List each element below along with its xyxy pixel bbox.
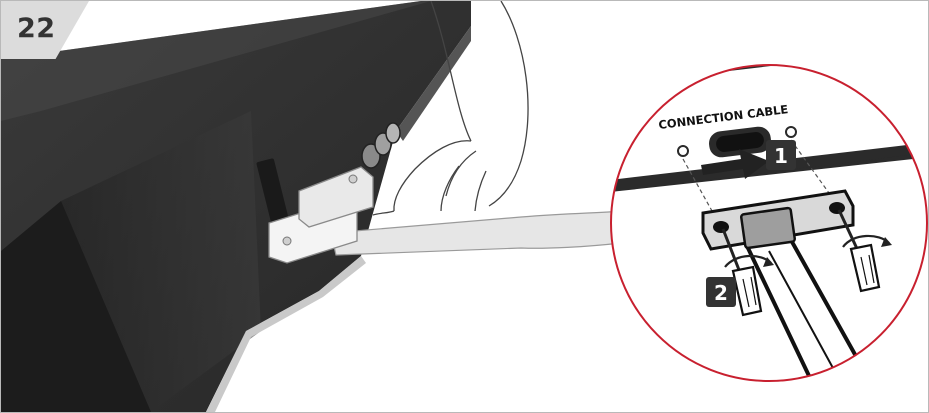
detail-circle: CONNECTION CABLE bbox=[601, 41, 928, 401]
svg-text:2: 2 bbox=[714, 281, 728, 305]
device-body bbox=[1, 1, 471, 412]
callout-badge-1: 1 bbox=[766, 140, 796, 170]
ribbon-cable bbox=[331, 211, 621, 255]
svg-text:1: 1 bbox=[774, 144, 788, 168]
callout-badge-2: 2 bbox=[706, 277, 736, 307]
step-number: 22 bbox=[17, 13, 56, 44]
